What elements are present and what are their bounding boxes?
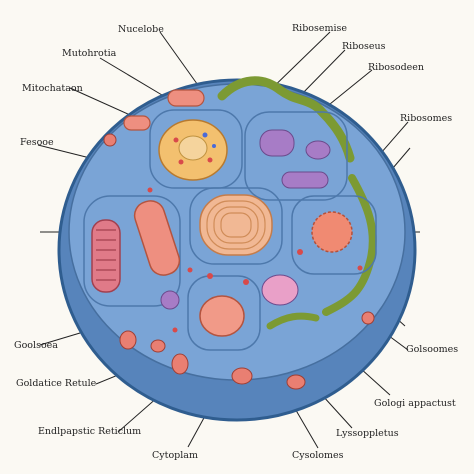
compartment-left — [83, 195, 181, 307]
rim-vesicle — [231, 367, 253, 385]
rim-vesicles — [103, 133, 375, 390]
label-mutohrotia: Mutohrotia — [62, 48, 117, 59]
vesicles — [160, 129, 331, 310]
ribosome — [357, 265, 363, 271]
label-cysolomes: Cysolomes — [292, 450, 344, 461]
compartment-center — [189, 187, 283, 265]
labels: Nucelobe Ribosemise Riboseus Mutohrotia … — [14, 23, 458, 461]
label-golsoomes: Golsoomes — [406, 344, 458, 355]
ribosome — [172, 327, 178, 333]
nucleus-dot — [178, 159, 184, 165]
nucleus-dot — [207, 157, 213, 163]
compartment-right — [291, 195, 377, 275]
nucleus-dot — [212, 144, 216, 148]
pointer-mutohrotia — [99, 57, 163, 96]
label-fesooe: Fesooe — [20, 137, 54, 148]
endoplasmic-reticulum — [217, 76, 377, 330]
lysosomes — [199, 211, 353, 337]
pointer-ribosodeen — [329, 69, 373, 105]
label-ribosodeen: Ribosodeen — [368, 62, 424, 73]
mitochondrion-long — [133, 200, 181, 276]
vesicle — [281, 171, 329, 189]
golgi-ring-3 — [220, 212, 252, 238]
label-goldatice-retule: Goldatice Retule — [16, 378, 97, 389]
ribosome — [243, 279, 249, 285]
vesicle — [305, 140, 331, 160]
ribosome — [297, 249, 303, 255]
mitochondrion-striped — [91, 219, 121, 293]
compartment-golgi-top — [244, 111, 348, 201]
nucleus-dot — [173, 137, 179, 143]
mitochondrion-cristae — [96, 229, 116, 281]
label-golegi-appactust: Gologi appactust — [374, 398, 456, 409]
er-chain-top — [217, 76, 355, 163]
pointer-mitochataon — [69, 87, 131, 116]
ribosome — [147, 187, 153, 193]
label-goolsoea: Goolsoea — [14, 340, 58, 351]
golgi-ring-2 — [213, 206, 259, 244]
mitochondrion-top-left — [167, 89, 205, 107]
nucleus — [158, 119, 228, 181]
rim-vesicle — [171, 353, 189, 375]
rim-vesicle — [286, 374, 306, 390]
compartments — [83, 109, 377, 351]
vesicle — [261, 274, 299, 306]
mitochondrion-left — [123, 115, 151, 131]
lysosome-bottom — [199, 295, 245, 337]
label-ribosemise: Ribosemise — [292, 23, 347, 34]
lysosome-spiky — [311, 211, 353, 253]
rim-vesicle — [361, 311, 375, 325]
nucleus-dot — [202, 132, 208, 138]
golgi-outer — [199, 194, 273, 256]
ribosomes — [147, 187, 363, 333]
compartment-bottom — [187, 275, 261, 351]
nucleolus — [178, 135, 208, 161]
rim-vesicle — [150, 339, 166, 353]
rim-vesicle — [103, 133, 117, 147]
golgi-apparatus — [199, 194, 273, 256]
golgi-ring-1 — [206, 200, 266, 250]
label-ribosomes: Ribosomes — [400, 113, 452, 124]
label-endlpapstic-reticlum: Endlpapstic Reticlum — [38, 426, 141, 437]
label-riboseus: Riboseus — [342, 41, 386, 52]
pointer-riboseus — [297, 49, 346, 99]
ribosome — [207, 273, 213, 279]
label-nucelobe: Nucelobe — [118, 24, 164, 35]
label-mitochataon: Mitochataon — [22, 83, 83, 94]
compartment-nucleus — [149, 109, 243, 189]
vesicle — [160, 290, 180, 310]
label-cytoplam: Cytoplam — [152, 450, 198, 461]
vesicle — [259, 129, 295, 157]
rim-vesicle — [119, 330, 137, 350]
label-lyssoppletus: Lyssoppletus — [336, 428, 399, 439]
mitochondria — [91, 89, 205, 293]
er-chain-right — [322, 174, 377, 316]
er-chain-lower — [266, 312, 320, 330]
ribosome — [187, 267, 193, 273]
